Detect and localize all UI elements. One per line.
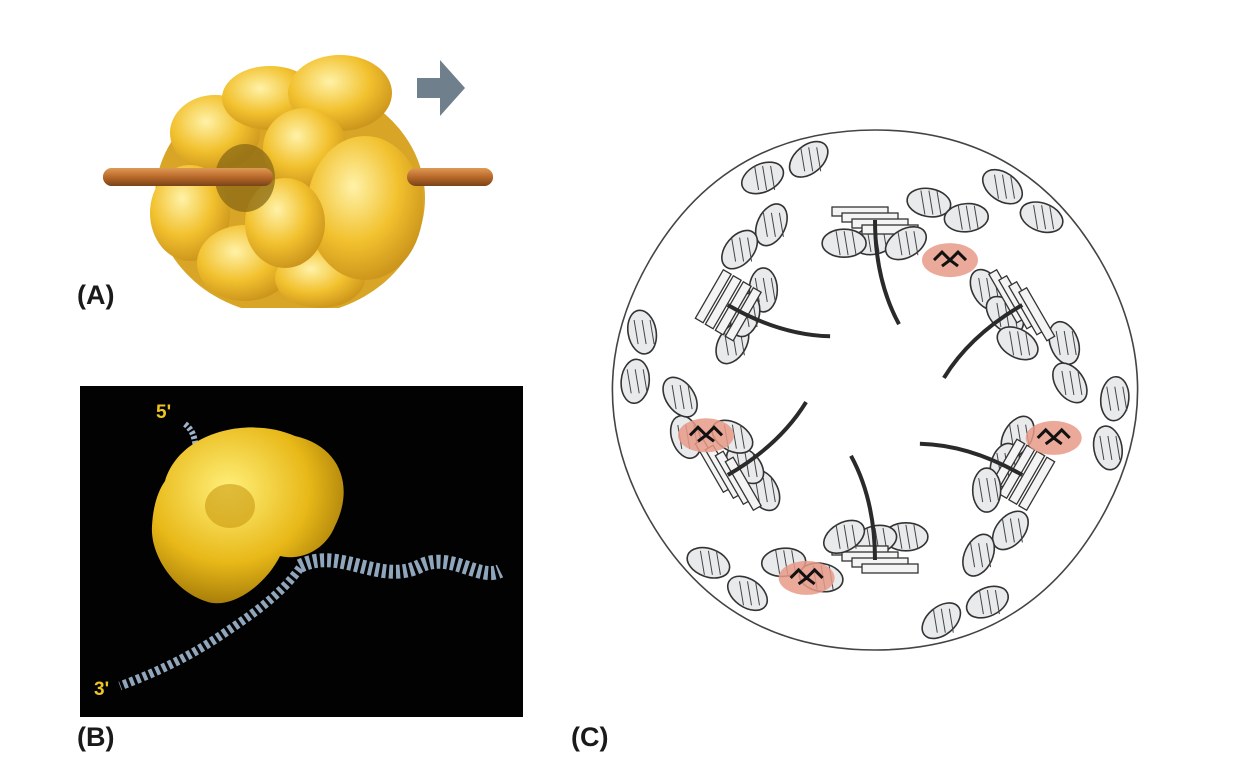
hexamer-ribbon-model — [612, 130, 1137, 650]
dna-duplex-right — [300, 560, 500, 573]
hexamer-subunit — [624, 130, 875, 460]
panel-b-reconstruction: 5' 3' — [80, 386, 523, 717]
three-prime-label: 3' — [94, 679, 109, 701]
panel-c-hexamer-structure — [555, 70, 1195, 710]
right-arrow-icon — [417, 60, 465, 116]
panel-label-b: (B) — [77, 722, 114, 753]
reconstruction-image — [80, 386, 523, 717]
panel-a-helicase-illustration — [95, 38, 495, 308]
panel-label-c: (C) — [571, 722, 608, 753]
nucleotide-binding-site — [922, 243, 978, 277]
nucleotide-binding-site — [678, 418, 734, 452]
five-prime-label: 5' — [156, 402, 171, 424]
nucleotide-binding-site — [1026, 421, 1082, 455]
panel-label-a: (A) — [77, 280, 114, 311]
nucleotide-binding-site — [779, 561, 835, 595]
